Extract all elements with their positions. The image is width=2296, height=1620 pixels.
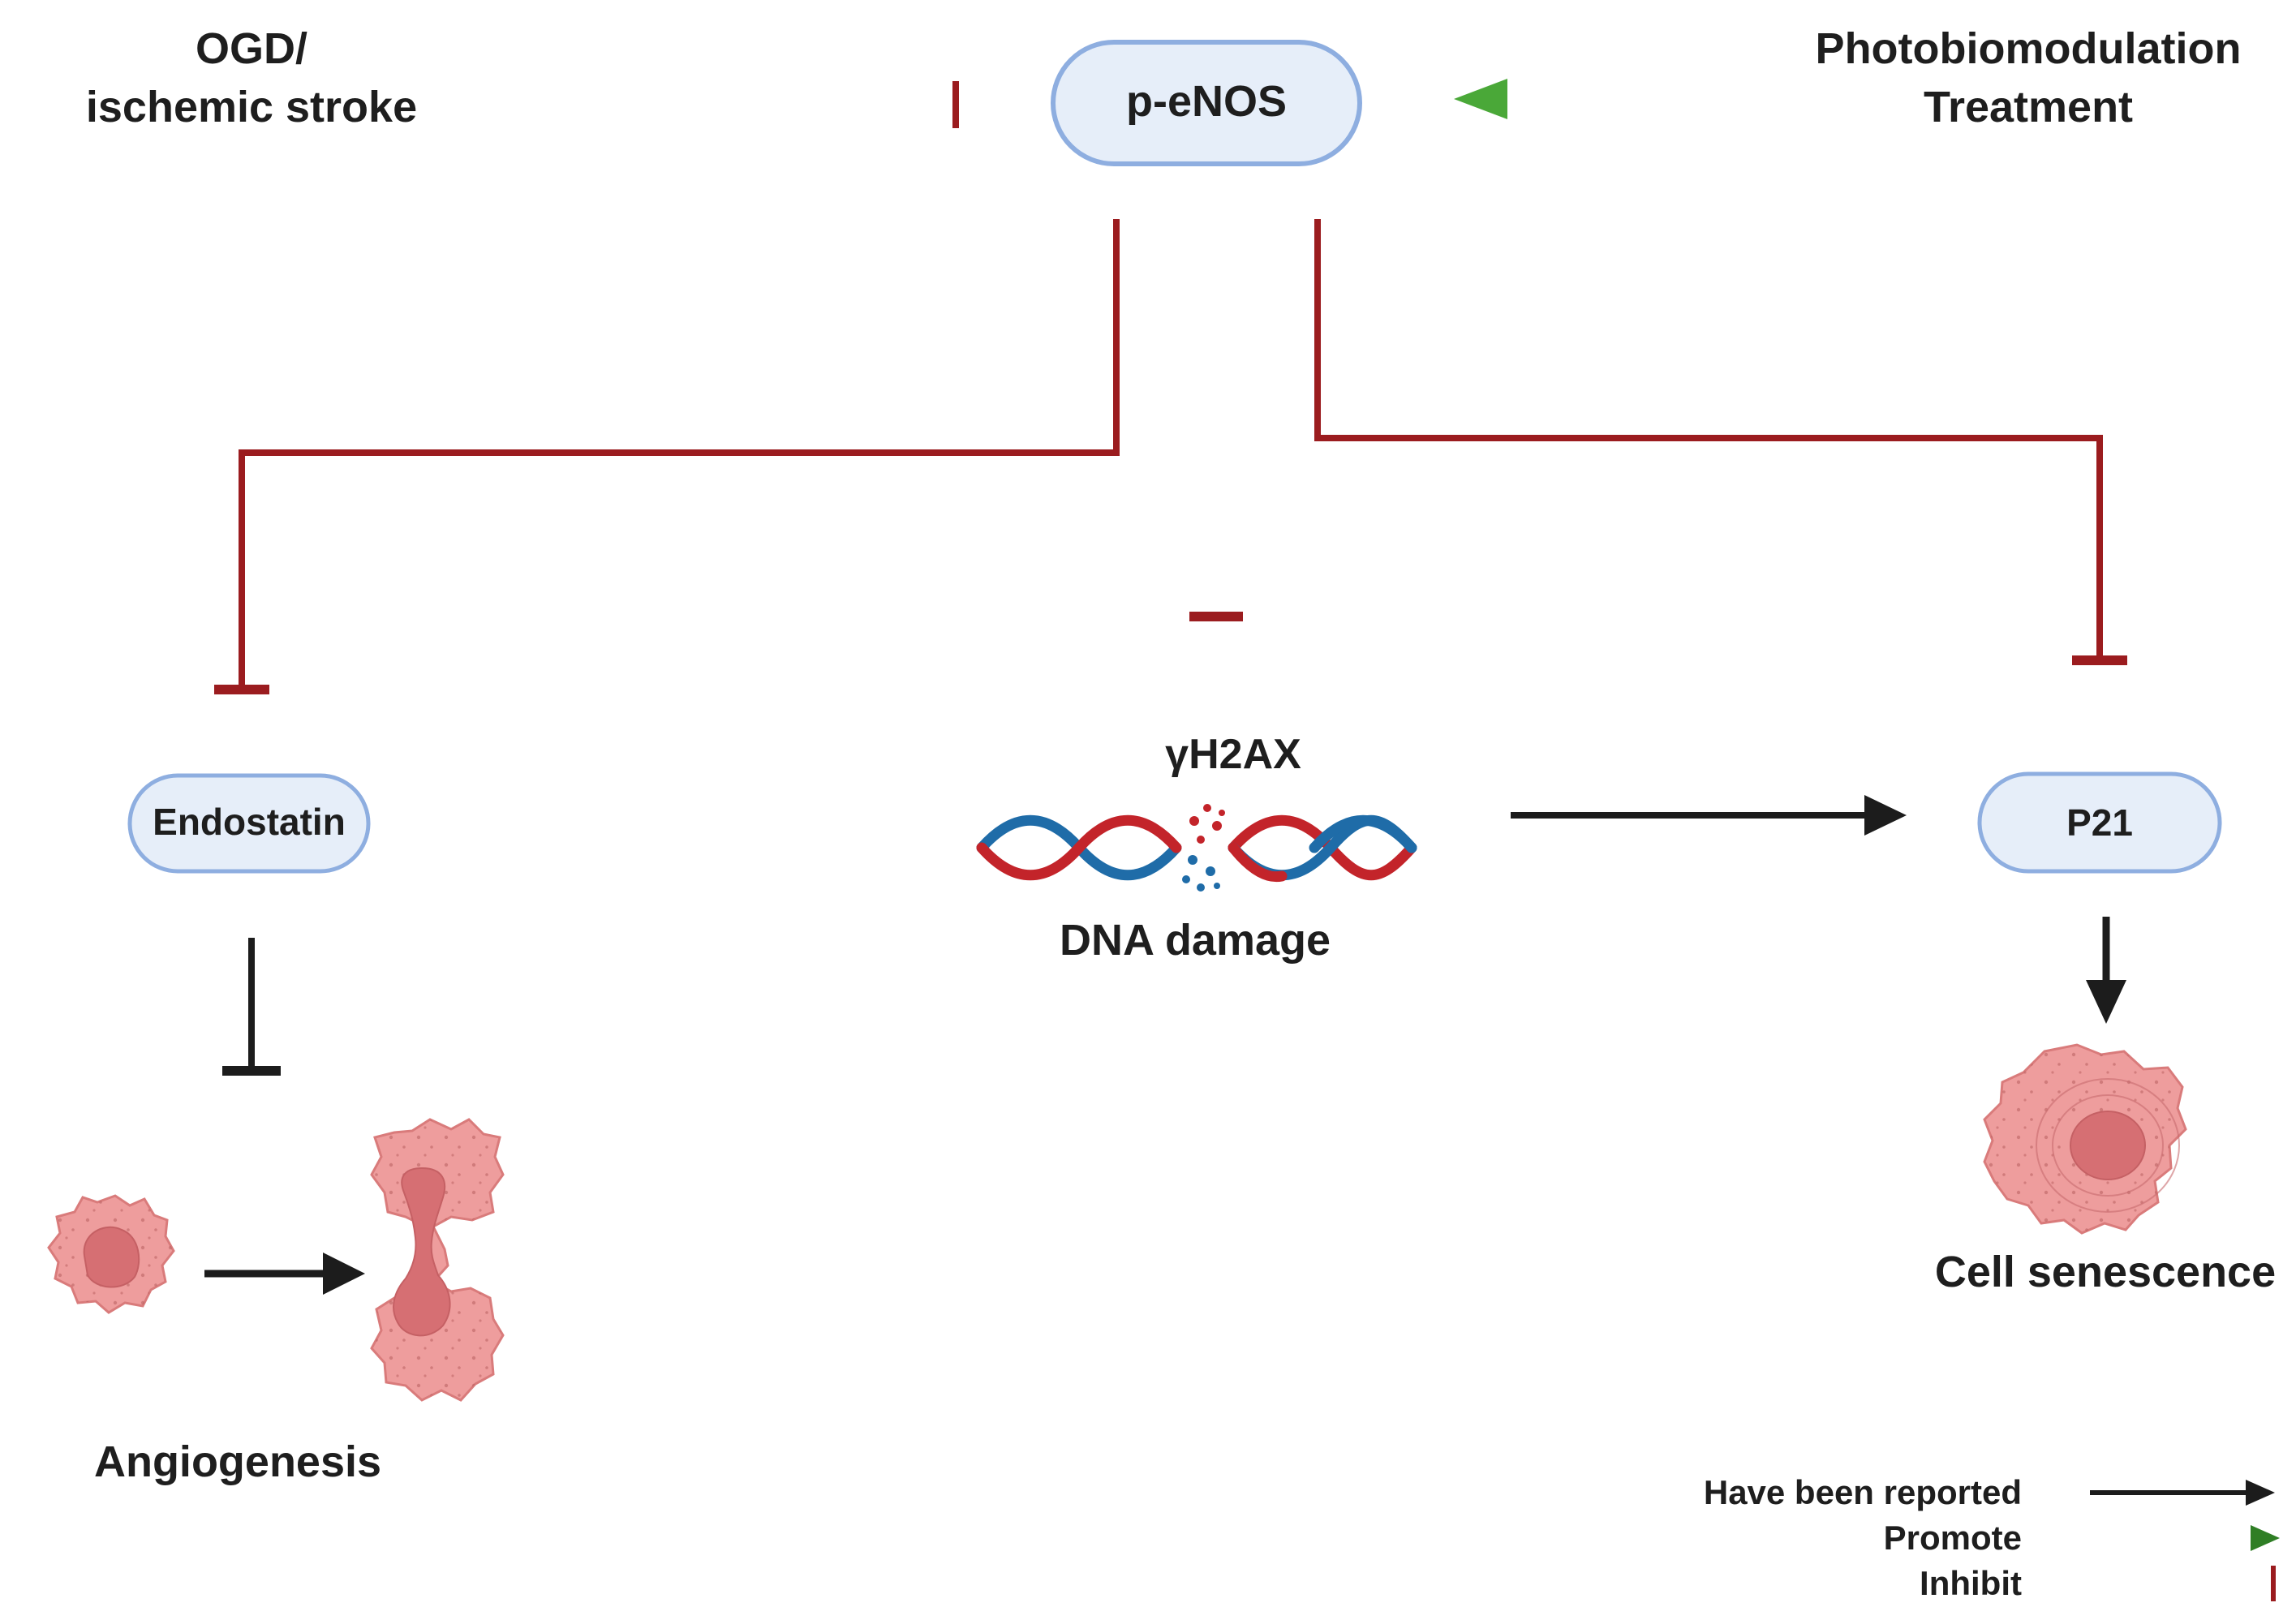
legend-promote-arrow [2082,1525,2280,1551]
pbm-promote-arrow [1454,79,1708,119]
ogd-label-line2: ischemic stroke [86,83,417,131]
legend-inhibit-label: Inhibit [1920,1564,2022,1602]
p21-label: P21 [2066,801,2133,844]
endostatin-node: Endostatin [127,773,371,874]
dna-to-p21-arrow [1511,795,1907,836]
pbm-label-line2: Treatment [1924,83,2133,131]
p21-to-senescence-arrow [2086,917,2126,1024]
penos-label: p-eNOS [1126,77,1287,126]
pbm-label-line1: Photobiomodulation [1816,24,2242,73]
senescence-label: Cell senescence [1935,1248,2276,1296]
legend: Have been reported Promote Inhibit [1704,1473,2280,1602]
p21-node: P21 [1977,771,2222,874]
dna-helix-icon [976,804,1417,892]
dividing-cell-icon [370,1118,505,1402]
inhibit-branch-dna [1189,209,1243,621]
penos-node: p-eNOS [1051,40,1362,166]
endostatin-label: Endostatin [153,801,346,843]
senescent-cell-icon [1983,1043,2187,1235]
ogd-inhibit-arrow [499,81,959,128]
dna-damage-label: DNA damage [1060,916,1331,965]
legend-inhibit-arrow [2082,1566,2276,1601]
cell-icon [47,1194,175,1314]
inhibit-branch-p21 [1314,219,2127,665]
angiogenesis-arrow [204,1253,365,1295]
legend-reported-arrow [2090,1480,2275,1506]
inhibit-branch-endostatin [214,219,1120,694]
legend-promote-label: Promote [1884,1519,2022,1557]
gh2ax-label: γH2AX [1165,731,1301,778]
ogd-label-line1: OGD/ [196,24,307,73]
legend-reported-label: Have been reported [1704,1473,2022,1511]
angiogenesis-label: Angiogenesis [94,1437,381,1486]
endostatin-inhibit-arrow [222,938,281,1076]
